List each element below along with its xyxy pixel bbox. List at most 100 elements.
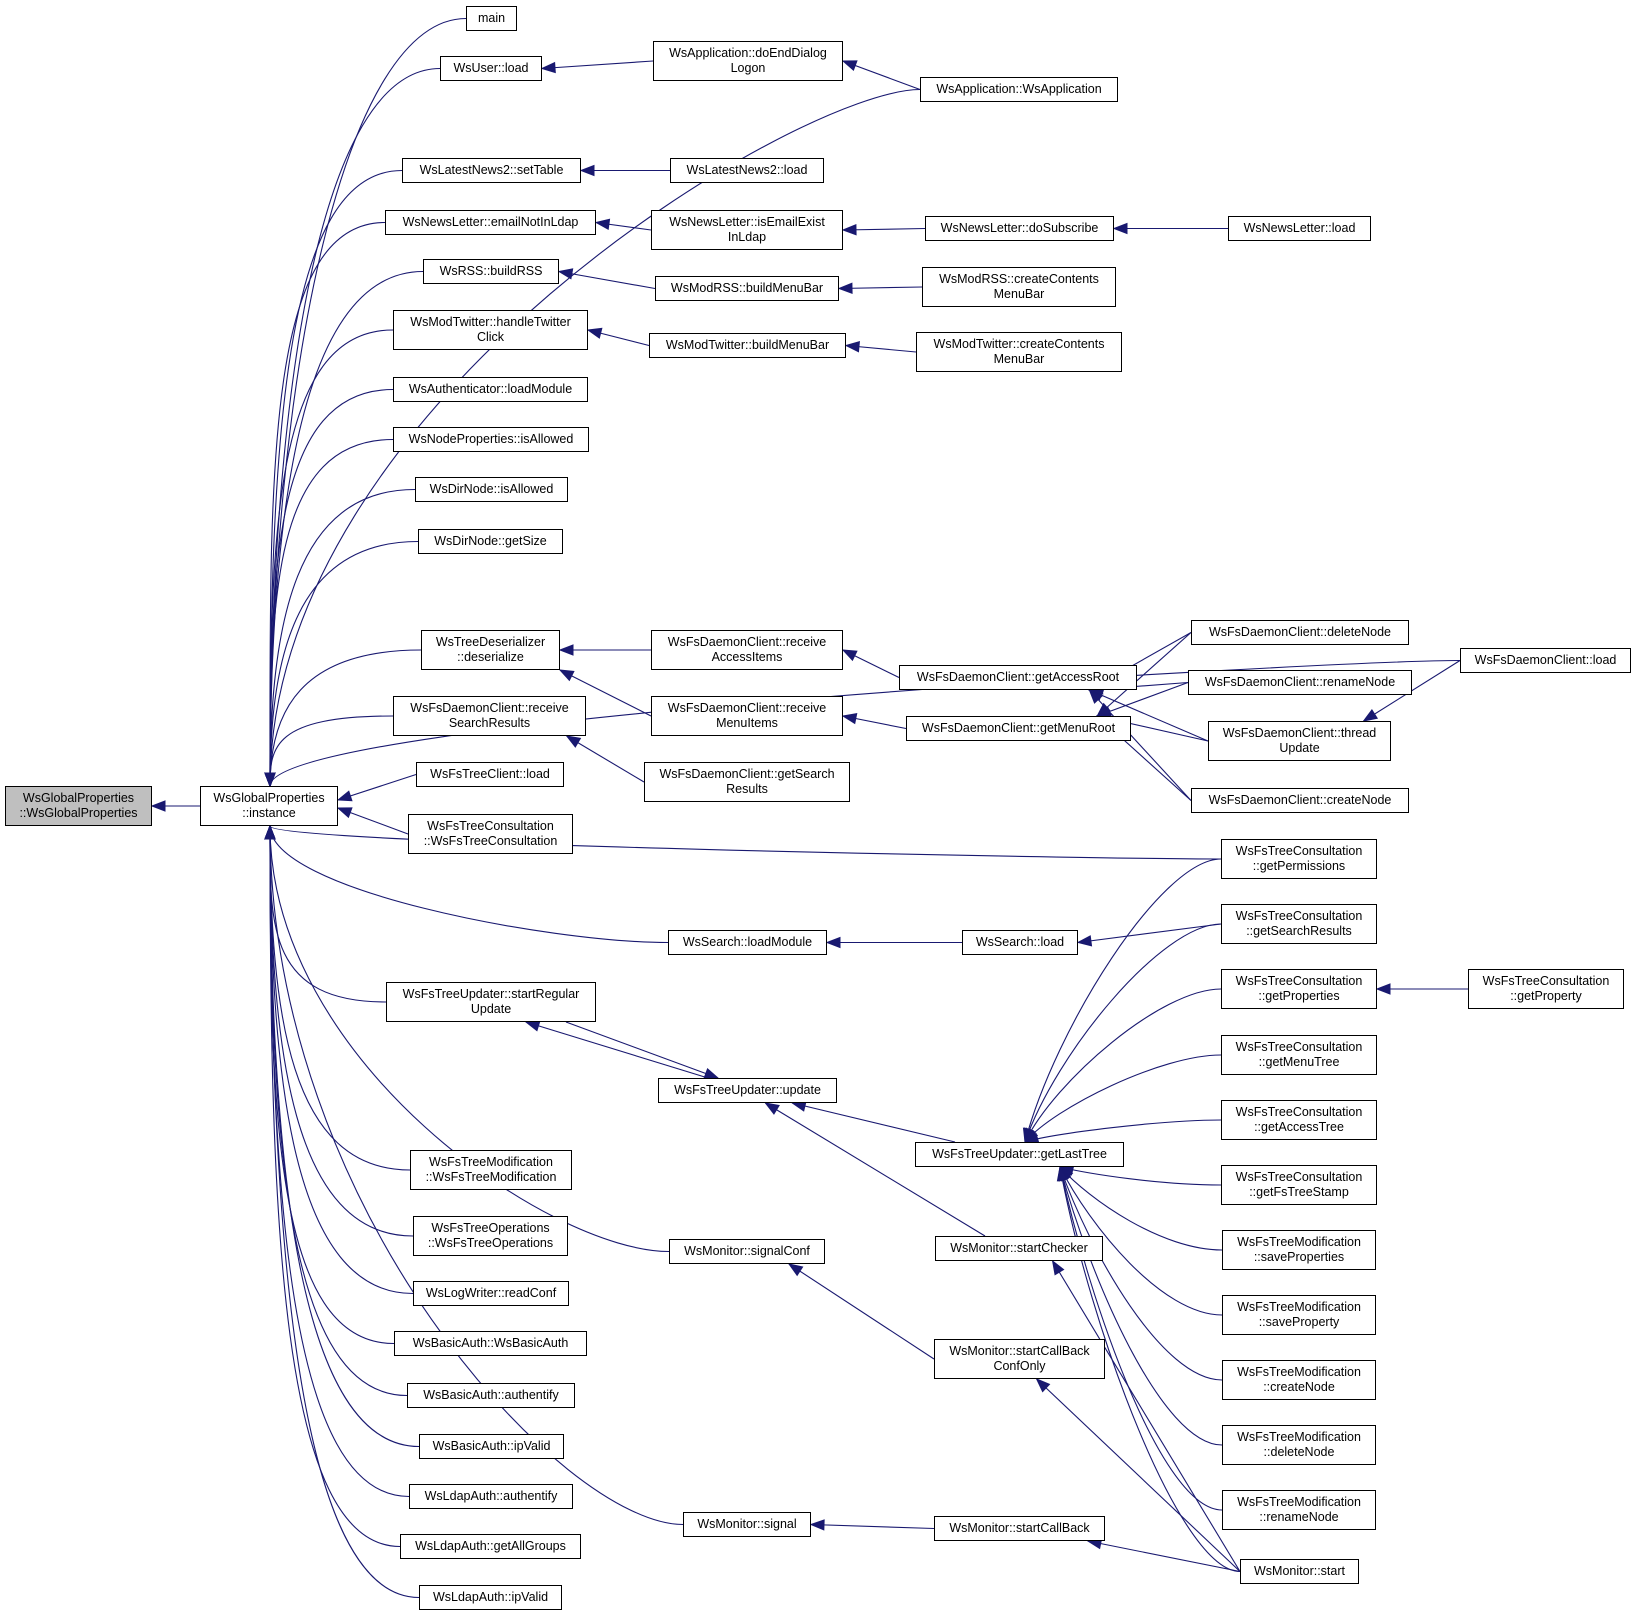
node-wsmodtwitter-handletwitterclick[interactable]: WsModTwitter::handleTwitter Click xyxy=(393,310,588,350)
node-wsfstreeclient-load[interactable]: WsFsTreeClient::load xyxy=(416,762,564,787)
node-wsnewsletter-emailnotinldap[interactable]: WsNewsLetter::emailNotInLdap xyxy=(385,210,596,235)
node-wslatestnews2-load[interactable]: WsLatestNews2::load xyxy=(670,158,824,183)
node-wsfsdaemonclient-receiveaccessitems[interactable]: WsFsDaemonClient::receive AccessItems xyxy=(651,630,843,670)
call-edge xyxy=(269,88,921,787)
node-wsfstreeconsultation-getfstreestamp[interactable]: WsFsTreeConsultation ::getFsTreeStamp xyxy=(1221,1165,1377,1205)
node-wsglobalproperties-instance[interactable]: WsGlobalProperties ::instance xyxy=(200,786,338,826)
node-wsdirnode-isallowed[interactable]: WsDirNode::isAllowed xyxy=(415,477,568,502)
node-wsmodtwitter-createcontentsmenubar[interactable]: WsModTwitter::createContents MenuBar xyxy=(916,332,1122,372)
node-wsfstreeconsultation-ctor[interactable]: WsFsTreeConsultation ::WsFsTreeConsultat… xyxy=(408,814,573,854)
node-wssearch-loadmodule[interactable]: WsSearch::loadModule xyxy=(668,930,827,955)
call-edge xyxy=(1059,1166,1222,1186)
call-edge xyxy=(1024,988,1222,1143)
call-edge xyxy=(1089,689,1209,742)
node-wsauthenticator-loadmodule[interactable]: WsAuthenticator::loadModule xyxy=(393,377,588,402)
node-wsbasicauth-ctor[interactable]: WsBasicAuth::WsBasicAuth xyxy=(394,1331,587,1356)
edge-arrowhead xyxy=(565,735,582,748)
node-wsfstreeupdater-update[interactable]: WsFsTreeUpdater::update xyxy=(658,1078,837,1103)
node-wsfsdaemonclient-getaccessroot[interactable]: WsFsDaemonClient::getAccessRoot xyxy=(899,665,1137,690)
call-edge xyxy=(269,329,394,787)
call-edge xyxy=(269,270,424,787)
node-wsfstreemodification-renamenode[interactable]: WsFsTreeModification ::renameNode xyxy=(1222,1490,1376,1530)
edge-arrowhead xyxy=(594,218,611,230)
node-wsfsdaemonclient-receivemenuitems[interactable]: WsFsDaemonClient::receive MenuItems xyxy=(651,696,843,736)
node-wsldapauth-authentify[interactable]: WsLdapAuth::authentify xyxy=(409,1484,573,1509)
node-wsfsdaemonclient-threadupdate[interactable]: WsFsDaemonClient::thread Update xyxy=(1208,721,1391,761)
node-wsfstreeoperations-ctor[interactable]: WsFsTreeOperations ::WsFsTreeOperations xyxy=(413,1216,568,1256)
node-wsfsdaemonclient-load[interactable]: WsFsDaemonClient::load xyxy=(1460,648,1631,673)
node-wsglobalproperties-ctor[interactable]: WsGlobalProperties ::WsGlobalProperties xyxy=(5,786,152,826)
node-wsfstreeupdater-getlasttree[interactable]: WsFsTreeUpdater::getLastTree xyxy=(915,1142,1124,1167)
node-wsmonitor-startchecker[interactable]: WsMonitor::startChecker xyxy=(935,1236,1103,1261)
call-edge xyxy=(269,825,387,1003)
node-wsfsdaemonclient-receivesearchresults[interactable]: WsFsDaemonClient::receive SearchResults xyxy=(393,696,586,736)
node-wsfstreeconsultation-getmenutree[interactable]: WsFsTreeConsultation ::getMenuTree xyxy=(1221,1035,1377,1075)
call-edge xyxy=(558,270,656,290)
node-wsfstreeconsultation-getaccesstree[interactable]: WsFsTreeConsultation ::getAccessTree xyxy=(1221,1100,1377,1140)
call-edge xyxy=(788,1263,935,1360)
node-wsmonitor-startcallback[interactable]: WsMonitor::startCallBack xyxy=(934,1516,1105,1541)
node-wsfstreemodification-createnode[interactable]: WsFsTreeModification ::createNode xyxy=(1222,1360,1376,1400)
call-edge xyxy=(1052,1260,1241,1572)
node-wsapplication-doenddialoglogon[interactable]: WsApplication::doEndDialog Logon xyxy=(653,41,843,81)
node-wsfstreemodification-saveproperties[interactable]: WsFsTreeModification ::saveProperties xyxy=(1222,1230,1376,1270)
node-wsldapauth-ipvalid[interactable]: WsLdapAuth::ipValid xyxy=(419,1585,562,1610)
node-main[interactable]: main xyxy=(466,6,517,31)
call-edge xyxy=(559,669,652,717)
node-wsmonitor-signal[interactable]: WsMonitor::signal xyxy=(683,1512,811,1537)
edge-arrowhead xyxy=(1375,983,1391,995)
node-wsbasicauth-authentify[interactable]: WsBasicAuth::authentify xyxy=(407,1383,575,1408)
node-wsfstreeupdater-startregularupdate[interactable]: WsFsTreeUpdater::startRegular Update xyxy=(386,982,596,1022)
node-wsfstreemodification-saveproperty[interactable]: WsFsTreeModification ::saveProperty xyxy=(1222,1295,1376,1335)
node-wsnewsletter-isemailexistinldap[interactable]: WsNewsLetter::isEmailExist InLdap xyxy=(651,210,843,250)
edge-arrowhead xyxy=(540,61,556,74)
node-wsmodrss-buildmenubar[interactable]: WsModRSS::buildMenuBar xyxy=(655,276,839,301)
call-edge xyxy=(1059,1166,1223,1251)
node-wsfstreeconsultation-getproperty[interactable]: WsFsTreeConsultation ::getProperty xyxy=(1468,969,1624,1009)
node-wsmonitor-startcallbackconfonly[interactable]: WsMonitor::startCallBack ConfOnly xyxy=(934,1339,1105,1379)
node-wsrss-buildrss[interactable]: WsRSS::buildRSS xyxy=(423,259,559,284)
node-wsmonitor-signalconf[interactable]: WsMonitor::signalConf xyxy=(669,1239,825,1264)
node-wsapplication-ctor[interactable]: WsApplication::WsApplication xyxy=(920,77,1118,102)
node-wslatestnews2-settable[interactable]: WsLatestNews2::setTable xyxy=(402,158,581,183)
node-wstreedeserializer-deserialize[interactable]: WsTreeDeserializer ::deserialize xyxy=(421,630,560,670)
node-wslogwriter-readconf[interactable]: WsLogWriter::readConf xyxy=(413,1281,569,1306)
node-wsfsdaemonclient-renamenode[interactable]: WsFsDaemonClient::renameNode xyxy=(1188,670,1412,695)
edge-arrowhead xyxy=(1076,935,1093,947)
node-wsldapauth-getallgroups[interactable]: WsLdapAuth::getAllGroups xyxy=(400,1534,581,1559)
node-wsnewsletter-load[interactable]: WsNewsLetter::load xyxy=(1228,216,1371,241)
edge-arrowhead xyxy=(558,669,575,682)
node-wsdirnode-getsize[interactable]: WsDirNode::getSize xyxy=(418,529,563,554)
node-wsfstreeconsultation-getsearchresults[interactable]: WsFsTreeConsultation ::getSearchResults xyxy=(1221,904,1377,944)
node-wsfsdaemonclient-getmenuroot[interactable]: WsFsDaemonClient::getMenuRoot xyxy=(906,716,1131,741)
node-wsfstreemodification-ctor[interactable]: WsFsTreeModification ::WsFsTreeModificat… xyxy=(410,1150,572,1190)
node-wsfstreemodification-deletenode[interactable]: WsFsTreeModification ::deleteNode xyxy=(1222,1425,1376,1465)
call-edge xyxy=(269,825,669,944)
node-wsmodtwitter-buildmenubar[interactable]: WsModTwitter::buildMenuBar xyxy=(649,333,846,358)
edge-arrowhead xyxy=(825,936,841,949)
call-edge xyxy=(269,825,1222,860)
node-wsfsdaemonclient-deletenode[interactable]: WsFsDaemonClient::deleteNode xyxy=(1191,620,1409,645)
node-wsbasicauth-ipvalid[interactable]: WsBasicAuth::ipValid xyxy=(419,1434,564,1459)
edge-arrowhead xyxy=(264,772,276,788)
edge-arrowhead xyxy=(1088,688,1103,704)
node-wsfstreeconsultation-getpermissions[interactable]: WsFsTreeConsultation ::getPermissions xyxy=(1221,839,1377,879)
node-wsuser-load[interactable]: WsUser::load xyxy=(440,56,542,81)
call-edge xyxy=(1036,1378,1241,1572)
node-wsfstreeconsultation-getproperties[interactable]: WsFsTreeConsultation ::getProperties xyxy=(1221,969,1377,1009)
node-wsnodeproperties-isallowed[interactable]: WsNodeProperties::isAllowed xyxy=(393,427,589,452)
call-edge xyxy=(1059,1166,1223,1316)
node-wsnewsletter-dosubscribe[interactable]: WsNewsLetter::doSubscribe xyxy=(925,216,1114,241)
node-wssearch-load[interactable]: WsSearch::load xyxy=(962,930,1078,955)
call-edge xyxy=(1087,1540,1241,1573)
edge-arrowhead xyxy=(557,268,574,280)
node-wsmonitor-start[interactable]: WsMonitor::start xyxy=(1240,1559,1359,1584)
node-wsfsdaemonclient-getsearchresults[interactable]: WsFsDaemonClient::getSearch Results xyxy=(644,762,850,802)
call-edge xyxy=(269,388,394,787)
call-edge xyxy=(765,1102,986,1237)
edge-arrowhead xyxy=(844,341,860,353)
call-edge xyxy=(269,825,670,1253)
node-wsmodrss-createcontentsmenubar[interactable]: WsModRSS::createContents MenuBar xyxy=(922,267,1116,307)
node-wsfsdaemonclient-createnode[interactable]: WsFsDaemonClient::createNode xyxy=(1191,788,1409,813)
